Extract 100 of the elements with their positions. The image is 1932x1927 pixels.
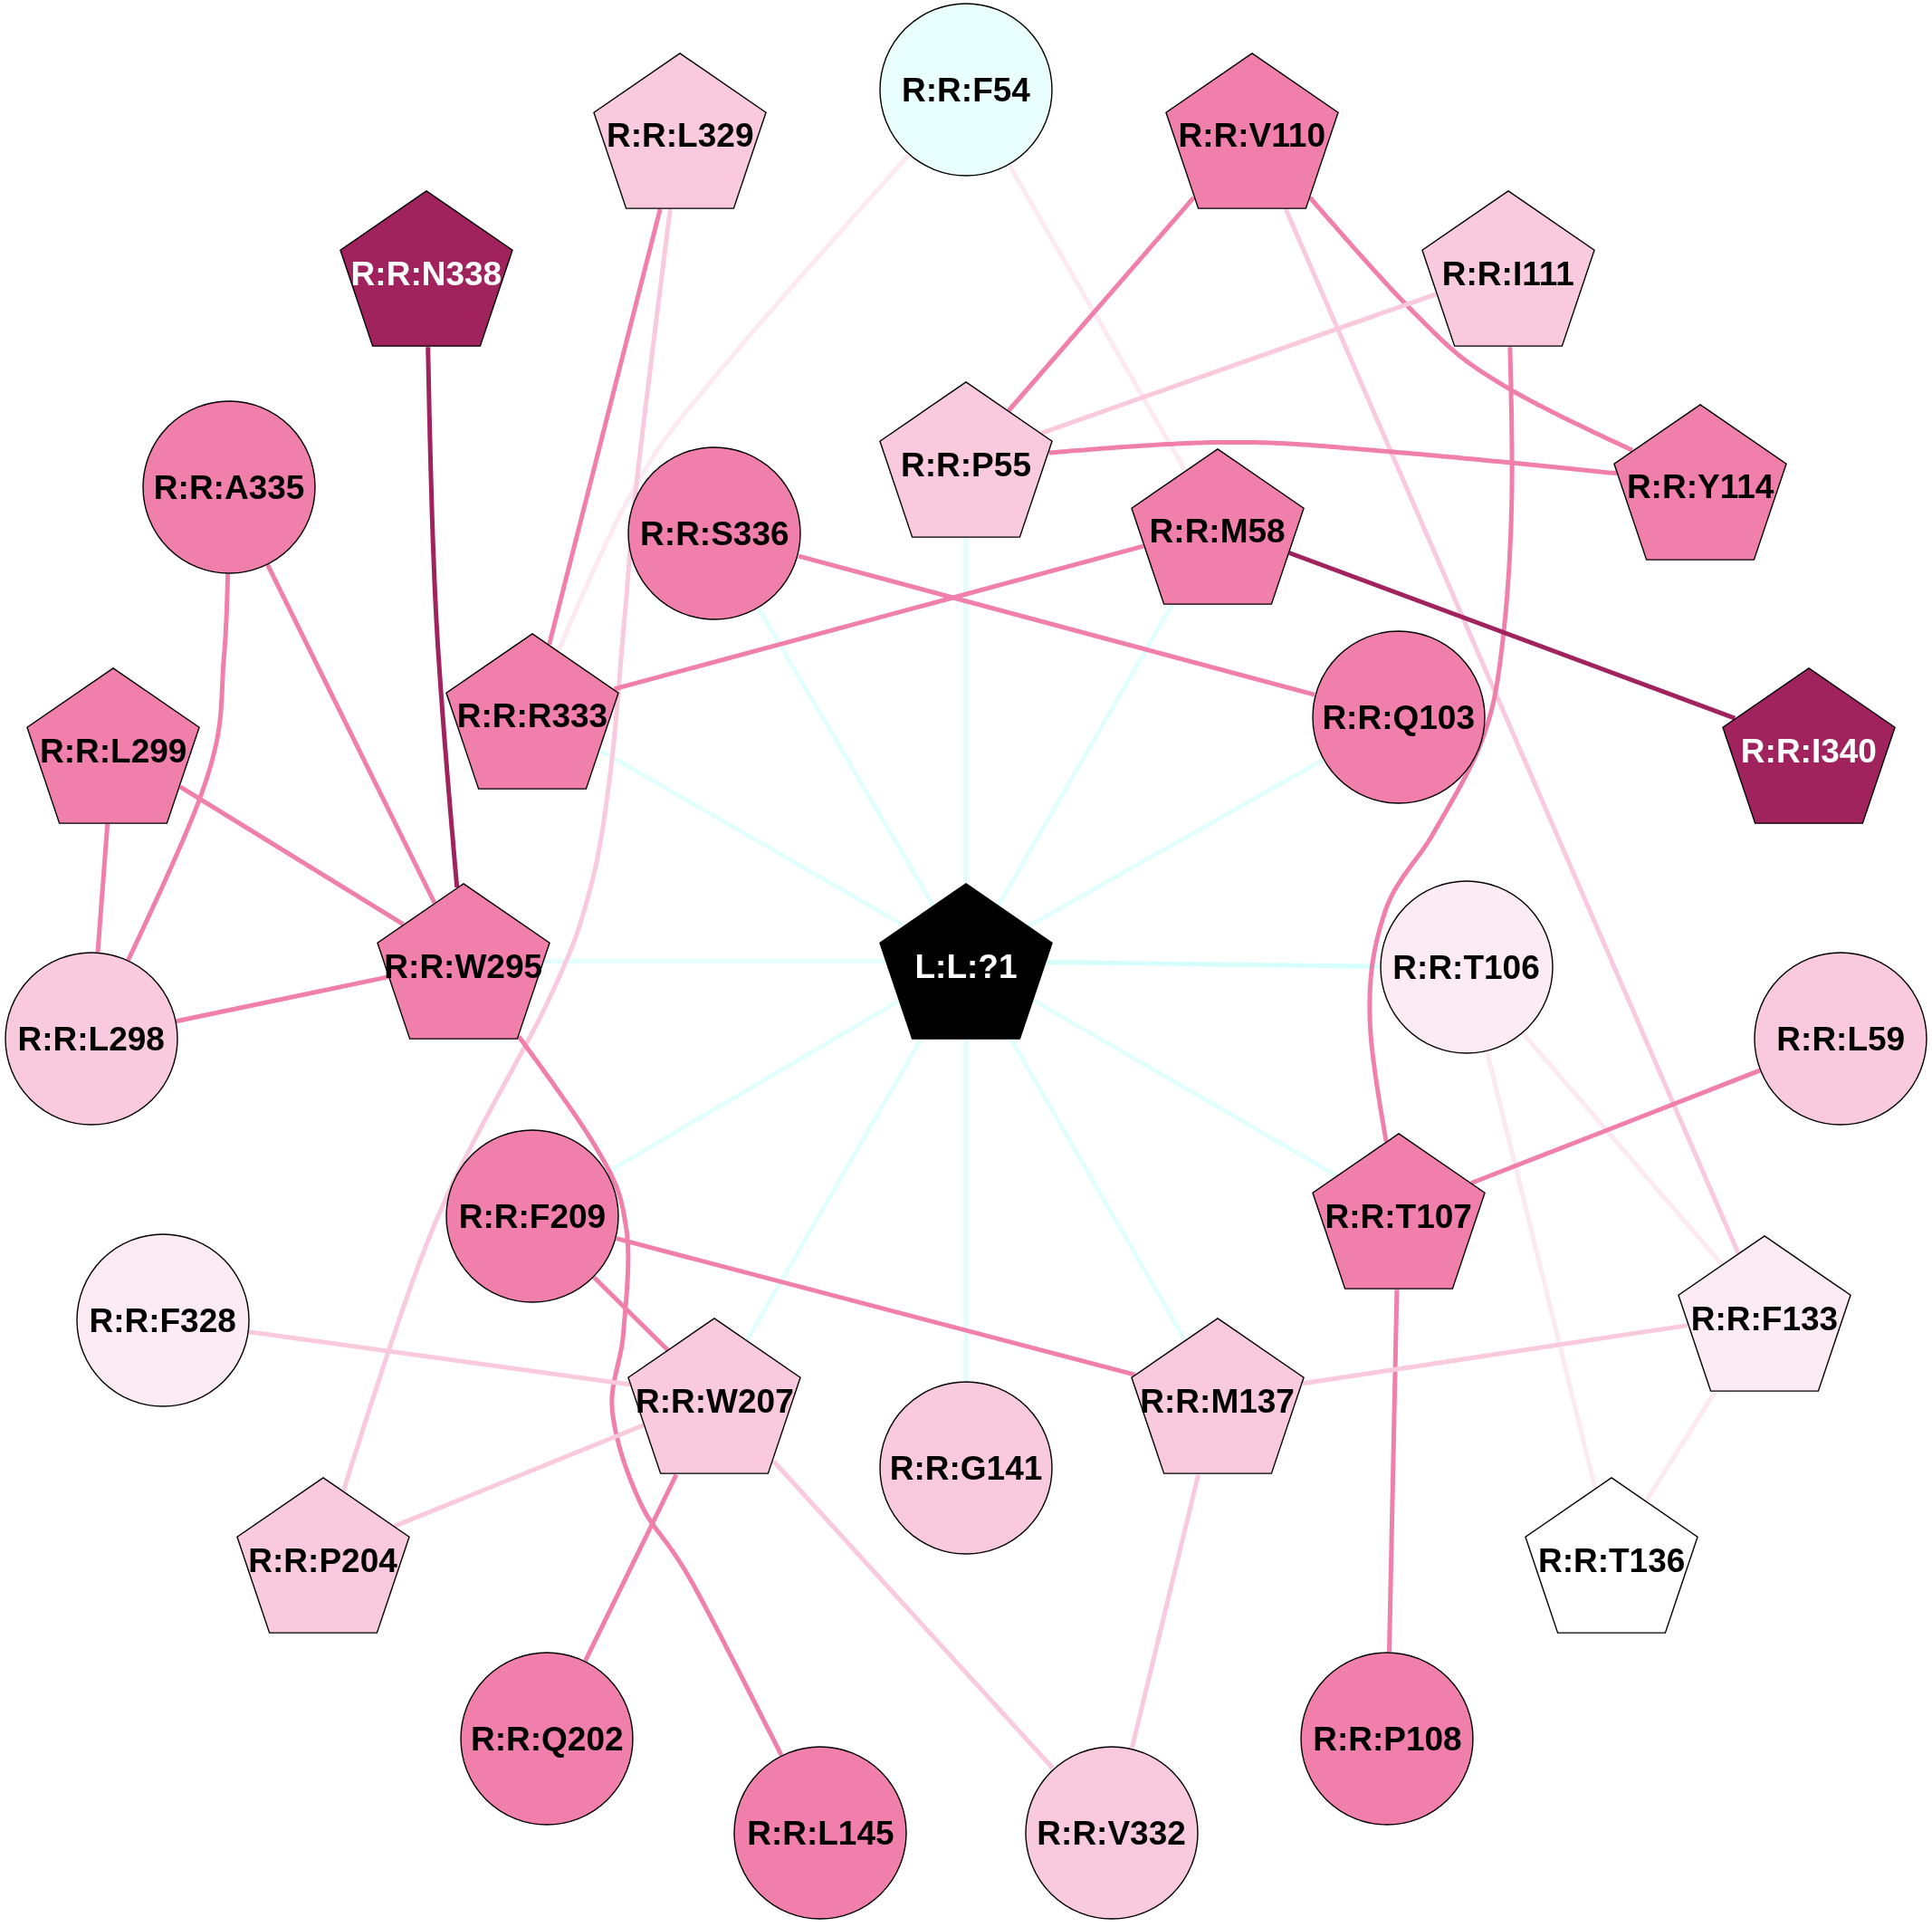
connector-line: [1302, 1323, 1688, 1386]
node-label: R:R:M58: [1149, 513, 1286, 548]
connector-line: [744, 1038, 923, 1342]
connector-line: [176, 974, 388, 1024]
node-label: R:R:W207: [636, 1384, 794, 1418]
connector-line: [543, 959, 885, 964]
connector-line: [95, 823, 110, 953]
circle-node: [1311, 630, 1486, 805]
node-label: R:R:G141: [889, 1451, 1043, 1485]
connector-line: [771, 1459, 1055, 1770]
pentagon-node: [1164, 52, 1339, 209]
node-label: R:R:F328: [89, 1303, 236, 1337]
connector-line: [393, 1423, 645, 1529]
node-label: R:R:T136: [1537, 1543, 1686, 1577]
connector-line: [583, 1473, 679, 1663]
pentagon-node: [1721, 666, 1896, 824]
pentagon-node: [26, 666, 201, 824]
pentagon-node: [1130, 1318, 1305, 1475]
connector-line: [126, 573, 231, 962]
node-label: R:R:A335: [153, 470, 305, 504]
connector-line: [1644, 1390, 1717, 1502]
connector-line: [248, 1329, 631, 1387]
connector-line: [592, 1275, 670, 1352]
circle-node: [879, 1380, 1053, 1555]
connector-line: [1308, 196, 1634, 453]
connector-line: [613, 543, 1144, 692]
connector-line: [1387, 1289, 1400, 1653]
pentagon-node: [339, 190, 513, 348]
node-label: R:R:L59: [1776, 1021, 1906, 1056]
pentagon-node: [1613, 403, 1788, 561]
node-label: R:R:Y114: [1626, 469, 1774, 503]
connector-line: [426, 347, 460, 888]
connector-line: [1048, 439, 1618, 476]
connector-line: [963, 1040, 969, 1381]
node-label: R:R:P204: [248, 1543, 397, 1577]
node-label: R:R:S336: [640, 516, 789, 551]
node-label: R:R:L298: [17, 1021, 165, 1056]
node-label: R:R:L299: [40, 733, 187, 768]
connector-line: [556, 153, 911, 652]
connector-line: [1009, 1038, 1188, 1342]
node-label: R:R:R333: [456, 698, 608, 733]
circle-node: [627, 446, 802, 621]
circle-node: [1024, 1745, 1199, 1920]
pentagon-node: [1525, 1477, 1699, 1635]
connector-line: [516, 1035, 784, 1757]
connector-line: [1040, 292, 1438, 436]
circle-node: [733, 1745, 908, 1920]
connector-line: [1470, 1068, 1761, 1185]
connector-line: [1046, 960, 1380, 969]
connector-line: [1007, 164, 1188, 472]
circle-node: [445, 1129, 619, 1304]
connector-line: [265, 563, 437, 905]
pentagon-node: [1130, 447, 1305, 605]
circle-node: [1754, 952, 1928, 1126]
connector-line: [1367, 347, 1515, 1143]
connector-line: [1007, 196, 1196, 413]
node-label: R:R:F133: [1690, 1301, 1839, 1336]
circle-node: [142, 399, 317, 574]
node-label: R:R:N338: [350, 256, 502, 291]
node-label: R:R:Q202: [470, 1721, 624, 1756]
connector-line: [1521, 1031, 1724, 1267]
pentagon-node: [235, 1477, 410, 1635]
node-label: R:R:V110: [1178, 118, 1325, 152]
pentagon-node: [445, 632, 619, 790]
node-label: R:R:V332: [1037, 1816, 1186, 1850]
connector-line: [1032, 998, 1338, 1178]
connector-line: [340, 208, 673, 1492]
pentagon-node: [1311, 1133, 1486, 1290]
circle-node: [75, 1232, 250, 1407]
circle-node: [460, 1652, 635, 1826]
connector-line: [598, 748, 905, 928]
node-label: R:R:T107: [1325, 1199, 1472, 1233]
circle-node: [4, 952, 178, 1126]
pentagon-node: [879, 883, 1053, 1040]
connector-line: [1027, 758, 1325, 928]
connector-line: [1288, 551, 1736, 721]
node-label: R:R:F54: [902, 72, 1030, 107]
pentagon-node: [1677, 1235, 1851, 1393]
circle-node: [879, 3, 1053, 177]
connector-line: [1485, 1051, 1598, 1490]
connector-line: [547, 208, 663, 646]
connector-line: [1283, 207, 1741, 1255]
pentagon-node: [593, 52, 768, 209]
circle-node: [1379, 880, 1554, 1055]
node-label: R:R:M137: [1140, 1384, 1295, 1418]
node-label: R:R:L145: [747, 1816, 894, 1850]
pentagon-node: [627, 1318, 802, 1475]
connector-line: [963, 538, 969, 884]
node-label: R:R:P108: [1313, 1721, 1462, 1756]
node-label: R:R:I340: [1740, 733, 1877, 768]
node-label: R:R:Q103: [1322, 700, 1475, 734]
connector-line: [798, 553, 1315, 697]
node-label: R:R:P55: [901, 447, 1031, 482]
node-label: R:R:I111: [1441, 256, 1574, 291]
pentagon-node: [1420, 190, 1595, 348]
circle-node: [1300, 1652, 1475, 1826]
pentagon-node: [376, 883, 550, 1040]
connector-line: [996, 603, 1174, 906]
node-label: R:R:F209: [458, 1199, 607, 1233]
connector-line: [178, 784, 405, 926]
